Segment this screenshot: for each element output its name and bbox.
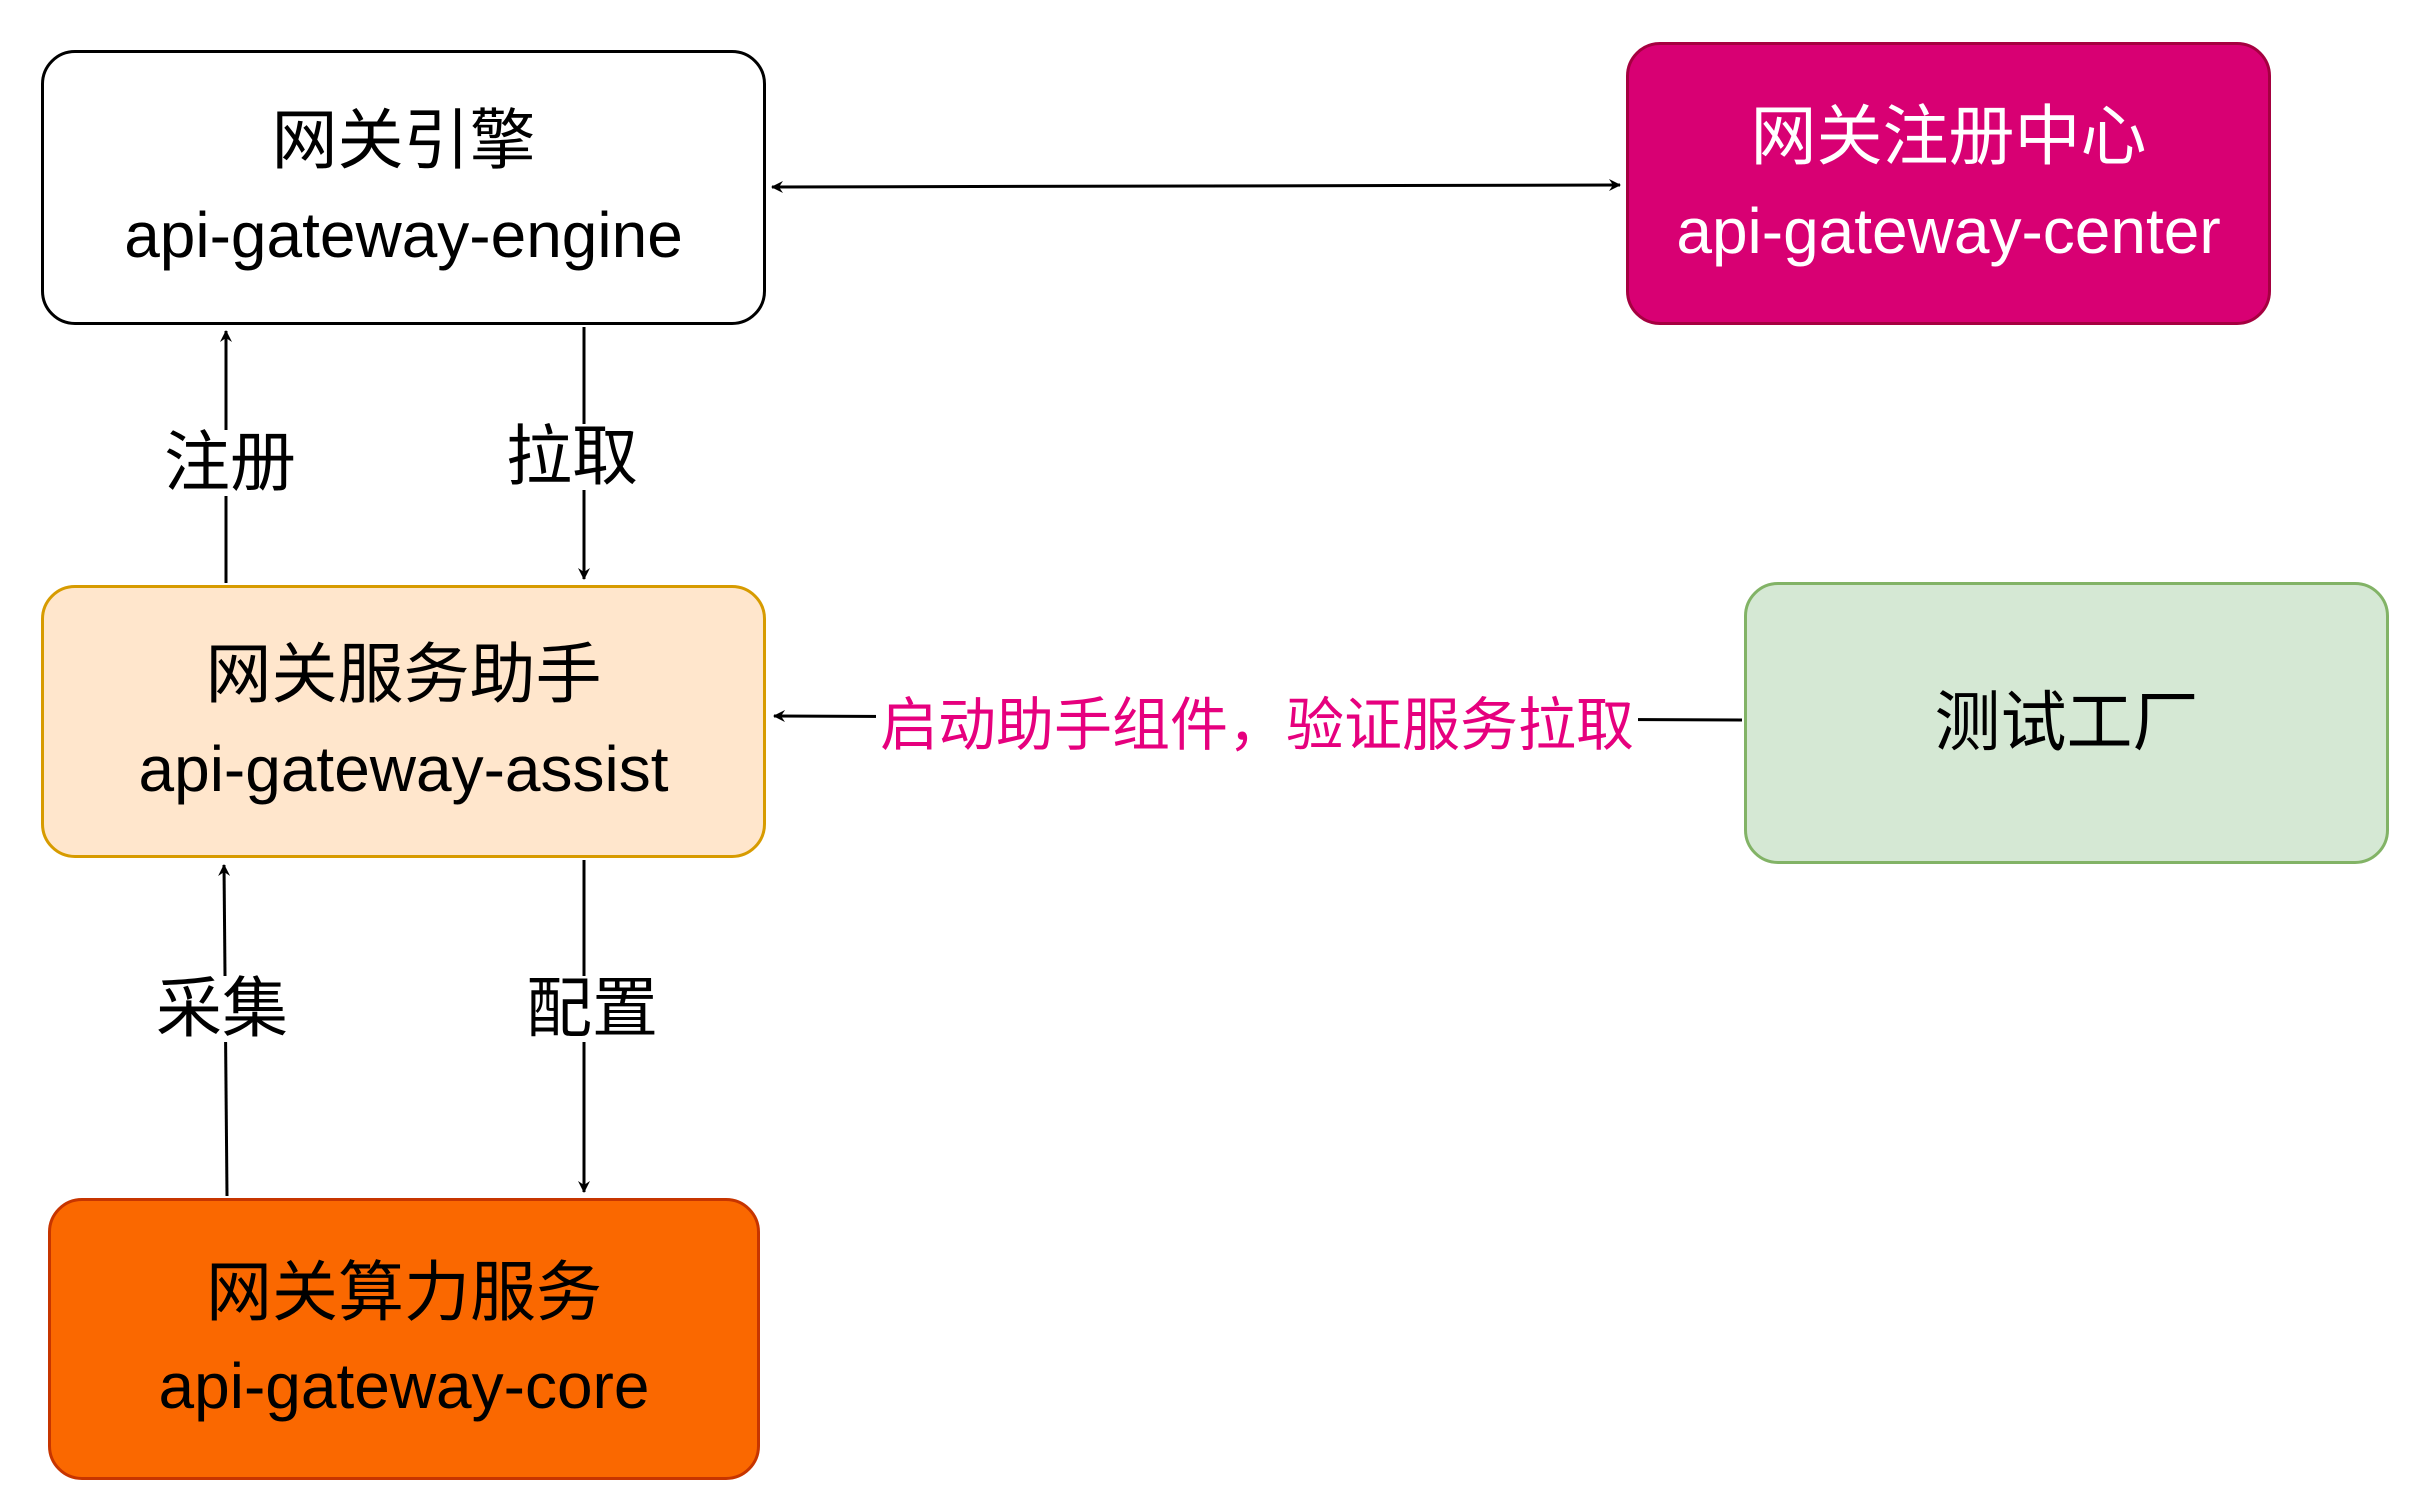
center-name: api-gateway-center xyxy=(1676,194,2221,267)
assist-node[interactable]: 网关服务助手 api-gateway-assist xyxy=(41,585,766,858)
engine-node[interactable]: 网关引擎 api-gateway-engine xyxy=(41,50,766,325)
engine-title: 网关引擎 xyxy=(271,102,536,180)
edge-label-pull: 拉取 xyxy=(506,418,638,495)
edge-label-register: 注册 xyxy=(164,424,296,501)
assist-title: 网关服务助手 xyxy=(205,636,602,714)
edge-engine-center xyxy=(771,179,1621,193)
edge-label-config: 配置 xyxy=(526,970,658,1047)
assist-name: api-gateway-assist xyxy=(138,732,669,805)
engine-name: api-gateway-engine xyxy=(124,198,683,271)
edge-label-collect: 采集 xyxy=(156,970,288,1047)
core-node[interactable]: 网关算力服务 api-gateway-core xyxy=(48,1198,760,1480)
factory-node[interactable]: 测试工厂 xyxy=(1744,582,2389,864)
edge-label-verify: 启动助手组件，验证服务拉取 xyxy=(876,696,1639,754)
core-name: api-gateway-core xyxy=(158,1350,650,1423)
center-node[interactable]: 网关注册中心 api-gateway-center xyxy=(1626,42,2271,325)
factory-title: 测试工厂 xyxy=(1934,684,2199,762)
core-title: 网关算力服务 xyxy=(206,1253,602,1331)
center-title: 网关注册中心 xyxy=(1750,98,2147,176)
